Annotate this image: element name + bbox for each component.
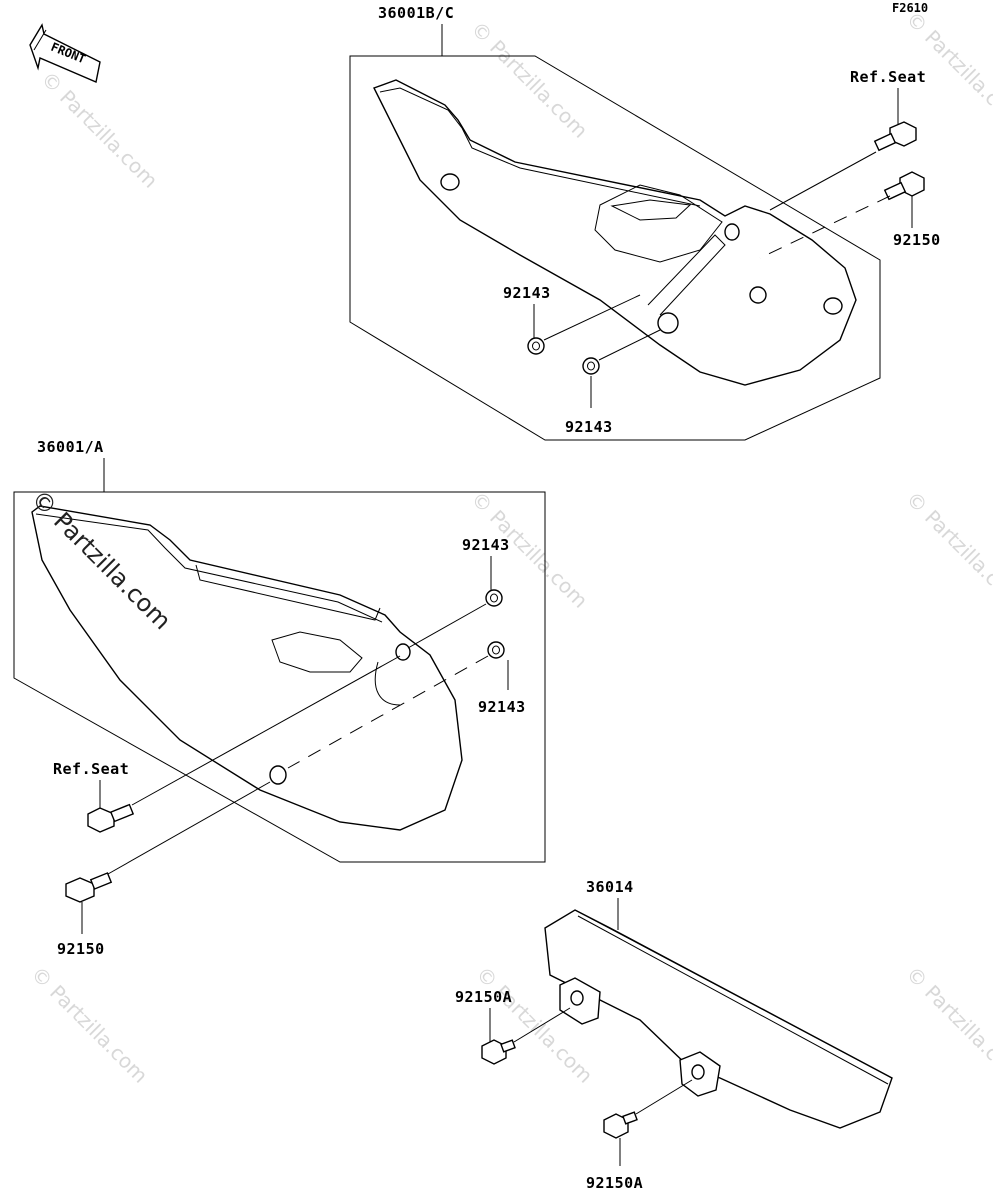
bolt-icon (65, 872, 113, 903)
cover-bc-group: 36001B/C Ref.Seat 92150 92143 (349, 4, 941, 441)
part-label-washer-top-2: 92143 (565, 418, 613, 436)
part-label-cover-a: 36001/A (37, 438, 104, 456)
bolt-icon (883, 171, 925, 201)
part-label-bolt-guard-2: 92150A (586, 1174, 643, 1192)
front-arrow-icon: FRONT (29, 23, 101, 83)
assembly-frame-bc (349, 55, 881, 441)
part-label-bolt-guard-1: 92150A (455, 988, 512, 1006)
washer-icon (582, 357, 600, 375)
part-label-bolt-left: 92150 (57, 940, 105, 958)
ref-seat-label-left: Ref.Seat (53, 760, 129, 778)
part-label-chain-guard: 36014 (586, 878, 634, 896)
part-label-washer-top-1: 92143 (503, 284, 551, 302)
part-label-washer-left-2: 92143 (478, 698, 526, 716)
washer-icon (487, 641, 505, 659)
chain-guard-group: 36014 92150A 92150A (455, 878, 893, 1192)
cover-a-group: 36001/A © Partzilla.com 92143 92143 Ref.… (13, 438, 546, 958)
watermark: © Partzilla.com (901, 962, 993, 1088)
part-label-washer-left-1: 92143 (462, 536, 510, 554)
washer-icon (485, 589, 503, 607)
bolt-icon (603, 1111, 638, 1139)
bolt-icon (87, 803, 135, 833)
ref-seat-label-top: Ref.Seat (850, 68, 926, 86)
watermark: © Partzilla.com (901, 487, 993, 613)
watermark: © Partzilla.com (466, 17, 592, 143)
watermark: © Partzilla.com (26, 962, 152, 1088)
side-cover-a (31, 505, 463, 831)
bolt-icon (481, 1039, 516, 1065)
side-cover-bc (373, 79, 857, 386)
figure-code: F2610 (892, 1, 928, 15)
part-label-cover-bc: 36001B/C (378, 4, 454, 22)
bolt-icon (873, 121, 917, 152)
part-label-bolt-top: 92150 (893, 231, 941, 249)
watermark: © Partzilla.com (36, 67, 162, 193)
washer-icon (527, 337, 545, 355)
assembly-frame-a (13, 491, 546, 863)
